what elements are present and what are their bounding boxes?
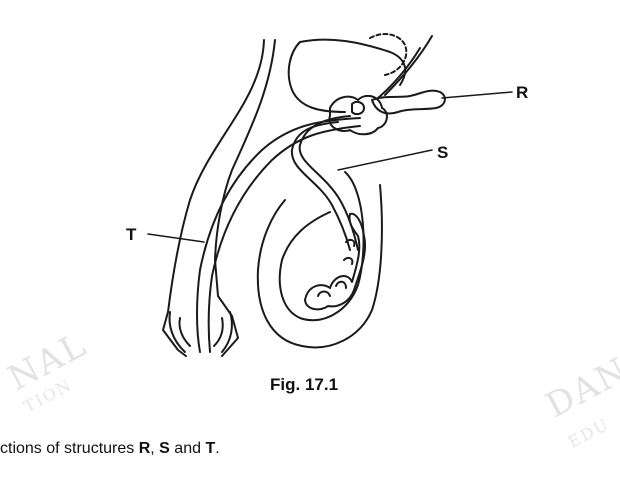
label-t: T bbox=[126, 225, 137, 244]
question-sep1: , bbox=[150, 440, 160, 457]
figure-caption: Fig. 17.1 bbox=[270, 375, 338, 394]
question-text: ctions of structures R, S and T. bbox=[0, 440, 220, 458]
epididymis-cluster bbox=[304, 212, 366, 311]
urethra-line-2 bbox=[207, 125, 361, 353]
duct-to-gland bbox=[384, 35, 433, 96]
label-r: R bbox=[516, 83, 528, 102]
bladder-outline bbox=[299, 38, 407, 86]
question-end: . bbox=[215, 440, 220, 457]
question-s: S bbox=[159, 440, 170, 457]
question-r: R bbox=[138, 440, 151, 457]
seminal-vesicle bbox=[371, 89, 446, 115]
bladder-dashed bbox=[369, 33, 408, 76]
vas-deferens-1 bbox=[287, 41, 346, 113]
question-sep2: and bbox=[169, 440, 206, 457]
penis-outer-left bbox=[162, 39, 265, 357]
epididymis-lobes bbox=[317, 238, 356, 297]
duct-to-gland-2 bbox=[377, 47, 421, 99]
glans-left bbox=[168, 311, 186, 353]
glans-left-inner bbox=[178, 317, 191, 347]
prostate-cluster bbox=[328, 94, 388, 136]
prostate-lobe bbox=[351, 100, 365, 116]
question-prefix: ctions of structures bbox=[0, 440, 139, 457]
leader-r bbox=[441, 91, 513, 99]
watermark-right-small: EDU bbox=[565, 414, 613, 451]
glans-right-inner bbox=[213, 317, 224, 347]
glans-right bbox=[221, 311, 233, 353]
scrotum-outline bbox=[256, 184, 383, 349]
leader-s bbox=[337, 149, 433, 171]
label-s: S bbox=[437, 143, 448, 162]
leader-t bbox=[147, 233, 205, 243]
scrotum-inner bbox=[278, 171, 365, 322]
watermark-right: DAN bbox=[539, 350, 620, 426]
urethra-line-1 bbox=[196, 117, 361, 353]
question-t: T bbox=[205, 440, 216, 457]
penis-outer-right bbox=[214, 39, 276, 357]
